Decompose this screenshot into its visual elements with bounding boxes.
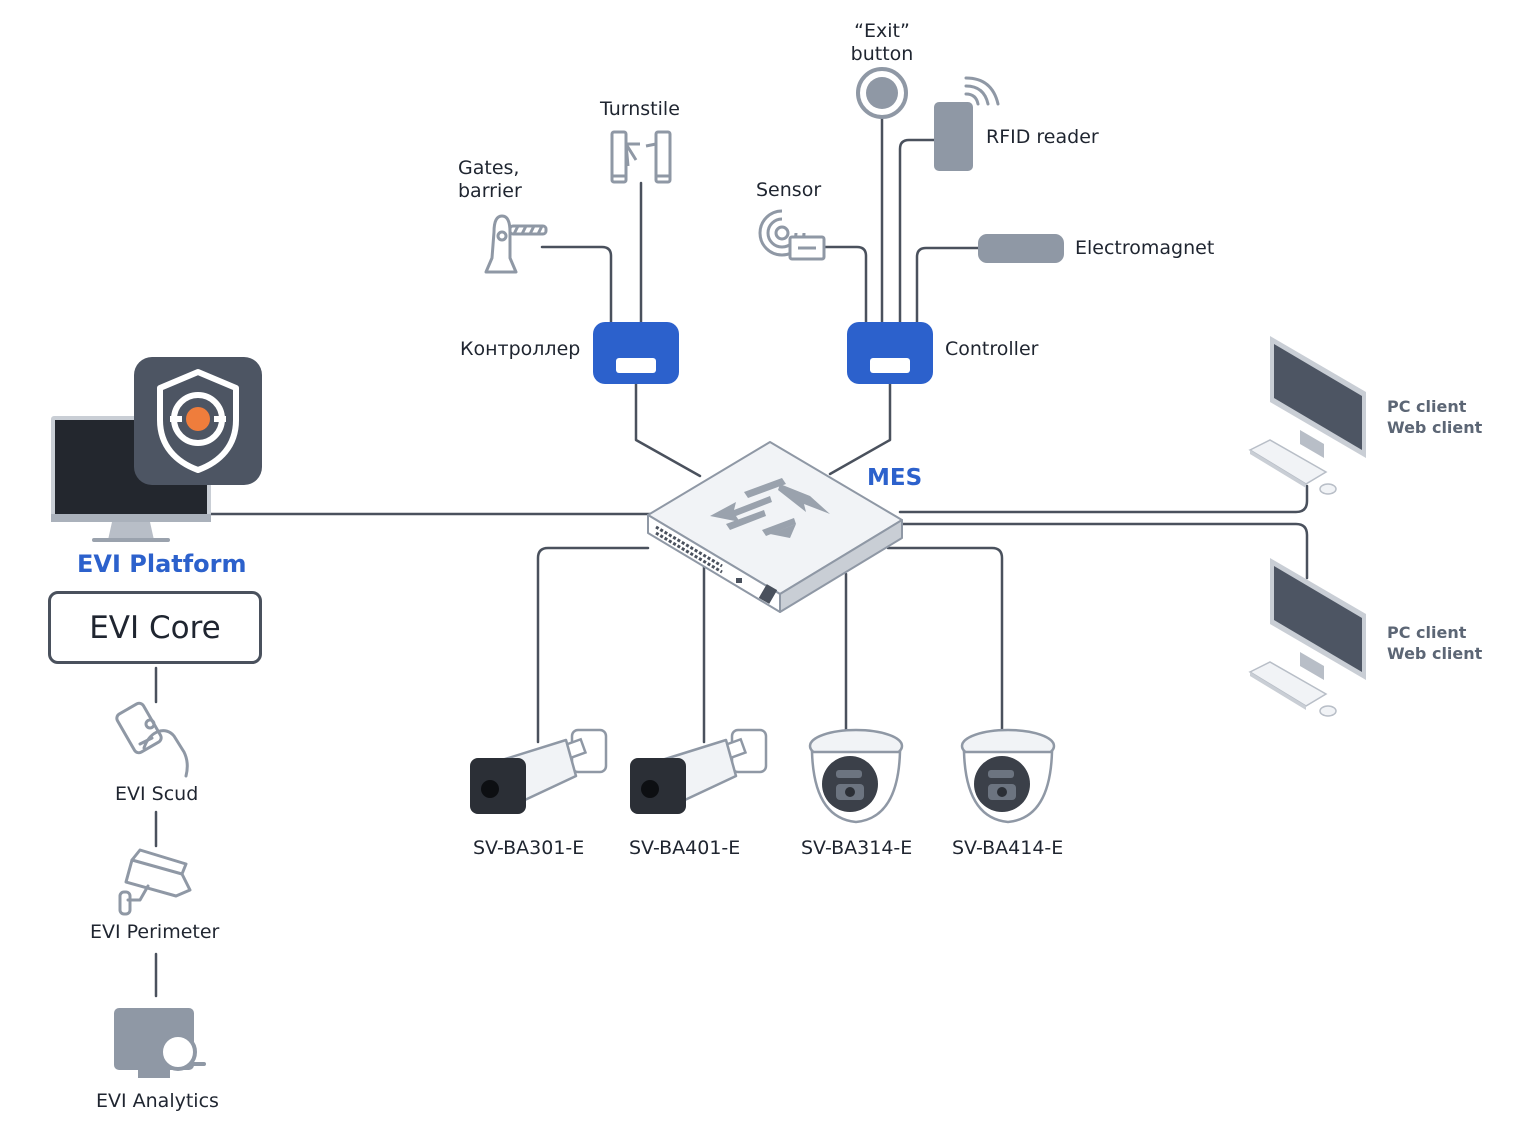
exit-button-icon [856,67,908,119]
gates-label: Gates, barrier [458,157,522,202]
client-2-label: PC client Web client [1387,622,1482,664]
monitor-magnifier-icon [114,1008,206,1078]
camera-label: SV-BA301-E [473,837,585,859]
controller-2-device [847,322,933,384]
barrier-gate-icon [484,214,548,274]
camera-label: SV-BA314-E [801,837,913,859]
camera-label: SV-BA401-E [629,837,741,859]
core-box: EVI Core [48,591,262,664]
sensor-label: Sensor [756,179,822,201]
core-label: EVI Core [89,609,221,646]
bullet-camera-icon [630,728,768,814]
electromagnet-icon [978,234,1064,263]
module-label-scud: EVI Scud [115,783,199,805]
hand-card-icon [115,701,189,778]
turnstile-icon [610,130,672,184]
pc-client-icon [1248,558,1366,717]
client-type-label: PC client [1387,623,1467,642]
controller-2-label: Controller [945,338,1039,360]
controller-1-label: Контроллер [460,338,581,360]
turnstile-label: Turnstile [600,98,680,120]
switch-label: MES [867,465,923,491]
sensor-icon [758,209,826,261]
electromagnet-label: Electromagnet [1075,237,1215,259]
module-label-analytics: EVI Analytics [96,1090,219,1112]
pc-client-icon [1248,336,1366,495]
camera-label: SV-BA414-E [952,837,1064,859]
client-1-label: PC client Web client [1387,396,1482,438]
exit-button-label: “Exit” button [850,20,914,65]
client-type-label: PC client [1387,397,1467,416]
client-type-label: Web client [1387,644,1483,663]
controller-1-device [593,322,679,384]
client-type-label: Web client [1387,418,1483,437]
network-switch-icon [647,441,903,613]
rfid-reader-icon [934,76,1000,171]
evi-platform-logo [134,357,262,485]
rfid-label: RFID reader [986,126,1099,148]
dome-camera-icon [960,728,1056,824]
dome-camera-icon [808,728,904,824]
platform-title: EVI Platform [77,550,247,578]
cctv-camera-icon [118,848,192,916]
connection-lines [154,116,1309,998]
bullet-camera-icon [470,728,608,814]
module-label-perimeter: EVI Perimeter [90,921,220,943]
